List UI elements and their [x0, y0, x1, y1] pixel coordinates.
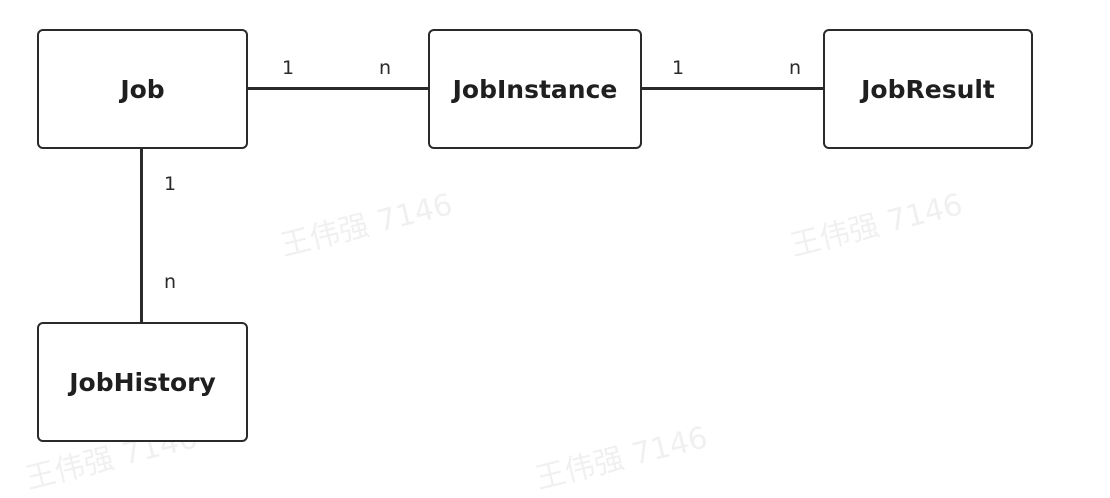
- entity-job-history: JobHistory: [37, 322, 248, 442]
- watermark: 王伟强 7146: [276, 187, 457, 264]
- multiplicity-instance-result-source: 1: [672, 57, 685, 79]
- connector-jobinstance-jobresult: [640, 87, 825, 90]
- multiplicity-job-history-source: 1: [164, 173, 177, 195]
- watermark: 王伟强 7146: [786, 187, 967, 264]
- entity-job-history-label: JobHistory: [69, 367, 216, 397]
- watermark: 王伟强 7146: [531, 420, 712, 497]
- multiplicity-job-history-target: n: [164, 271, 177, 293]
- entity-job-result-label: JobResult: [861, 74, 995, 104]
- multiplicity-instance-result-target: n: [789, 57, 802, 79]
- connector-job-jobhistory: [140, 148, 143, 323]
- multiplicity-job-instance-target: n: [379, 57, 392, 79]
- entity-job: Job: [37, 29, 248, 149]
- entity-job-result: JobResult: [823, 29, 1033, 149]
- entity-job-instance: JobInstance: [428, 29, 642, 149]
- entity-job-label: Job: [120, 74, 165, 104]
- multiplicity-job-instance-source: 1: [282, 57, 295, 79]
- entity-job-instance-label: JobInstance: [452, 74, 618, 104]
- connector-job-jobinstance: [246, 87, 430, 90]
